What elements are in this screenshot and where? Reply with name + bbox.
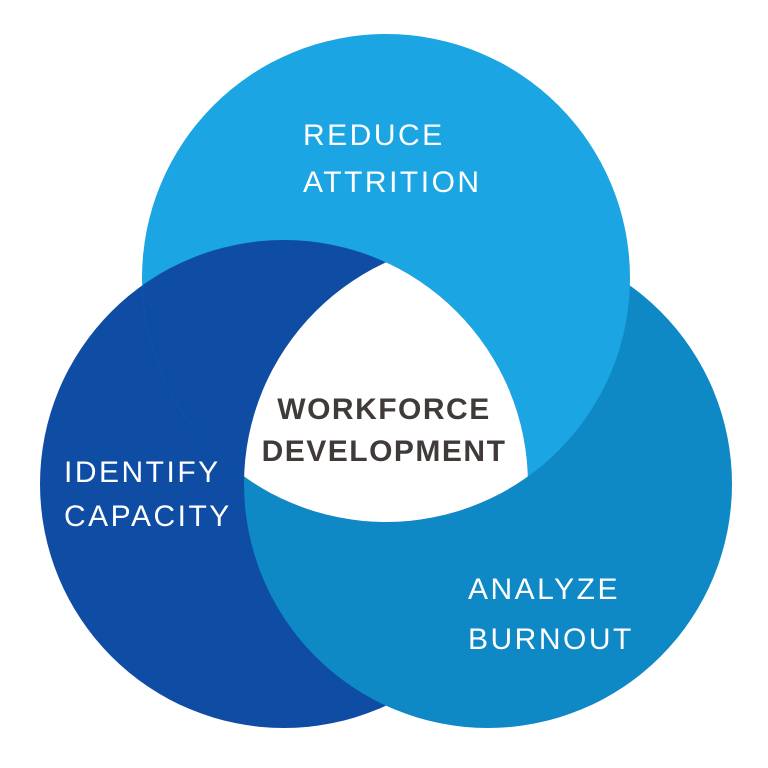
diagram-center-title: WORKFORCE DEVELOPMENT xyxy=(184,389,584,473)
left-circle-label-line1: IDENTIFY xyxy=(64,456,221,489)
center-hole xyxy=(244,240,528,522)
top-circle-label: REDUCE ATTRITION xyxy=(303,112,482,206)
left-circle-label: IDENTIFY CAPACITY xyxy=(64,451,232,539)
right-circle-label-line2: BURNOUT xyxy=(468,623,634,656)
top-circle-label-line1: REDUCE xyxy=(303,119,445,152)
right-circle-label-line1: ANALYZE xyxy=(468,573,620,606)
diagram-center-title-line2: DEVELOPMENT xyxy=(261,435,507,468)
top-circle-label-line2: ATTRITION xyxy=(303,166,482,199)
left-circle-label-line2: CAPACITY xyxy=(64,500,232,533)
right-circle-label: ANALYZE BURNOUT xyxy=(468,565,634,665)
diagram-center-title-line1: WORKFORCE xyxy=(277,393,491,426)
